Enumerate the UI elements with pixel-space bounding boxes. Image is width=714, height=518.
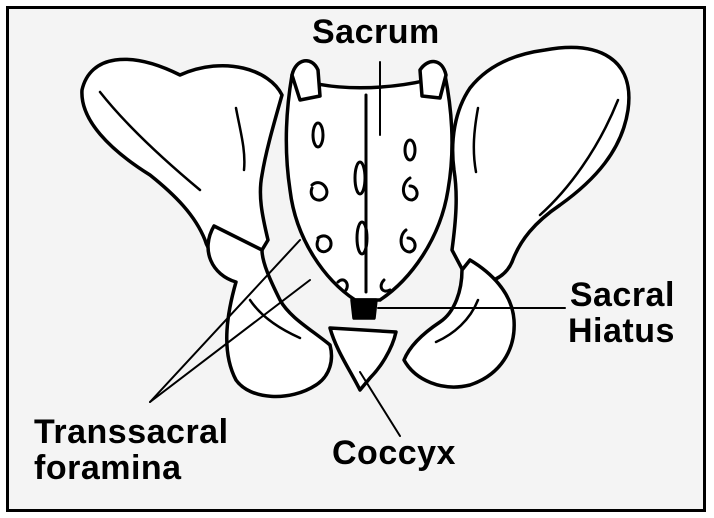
coccyx-shape <box>330 328 396 390</box>
sacrum-right-process <box>420 62 446 98</box>
sacral-hiatus-label: Sacral Hiatus <box>568 277 675 349</box>
sacral-hiatus-line-2: Hiatus <box>568 313 675 349</box>
transsacral-line-2: foramina <box>34 450 229 486</box>
transsacral-line-1: Transsacral <box>34 414 229 450</box>
left-ilium <box>82 59 282 270</box>
coccyx-label: Coccyx <box>332 435 456 471</box>
sacrum-label: Sacrum <box>312 14 440 50</box>
right-ilium <box>452 48 629 285</box>
coccyx-leader <box>360 372 400 436</box>
sacral-hiatus-line-1: Sacral <box>568 277 675 313</box>
sacral-hiatus-notch <box>352 300 376 318</box>
transsacral-foramina-label: Transsacral foramina <box>34 414 229 486</box>
